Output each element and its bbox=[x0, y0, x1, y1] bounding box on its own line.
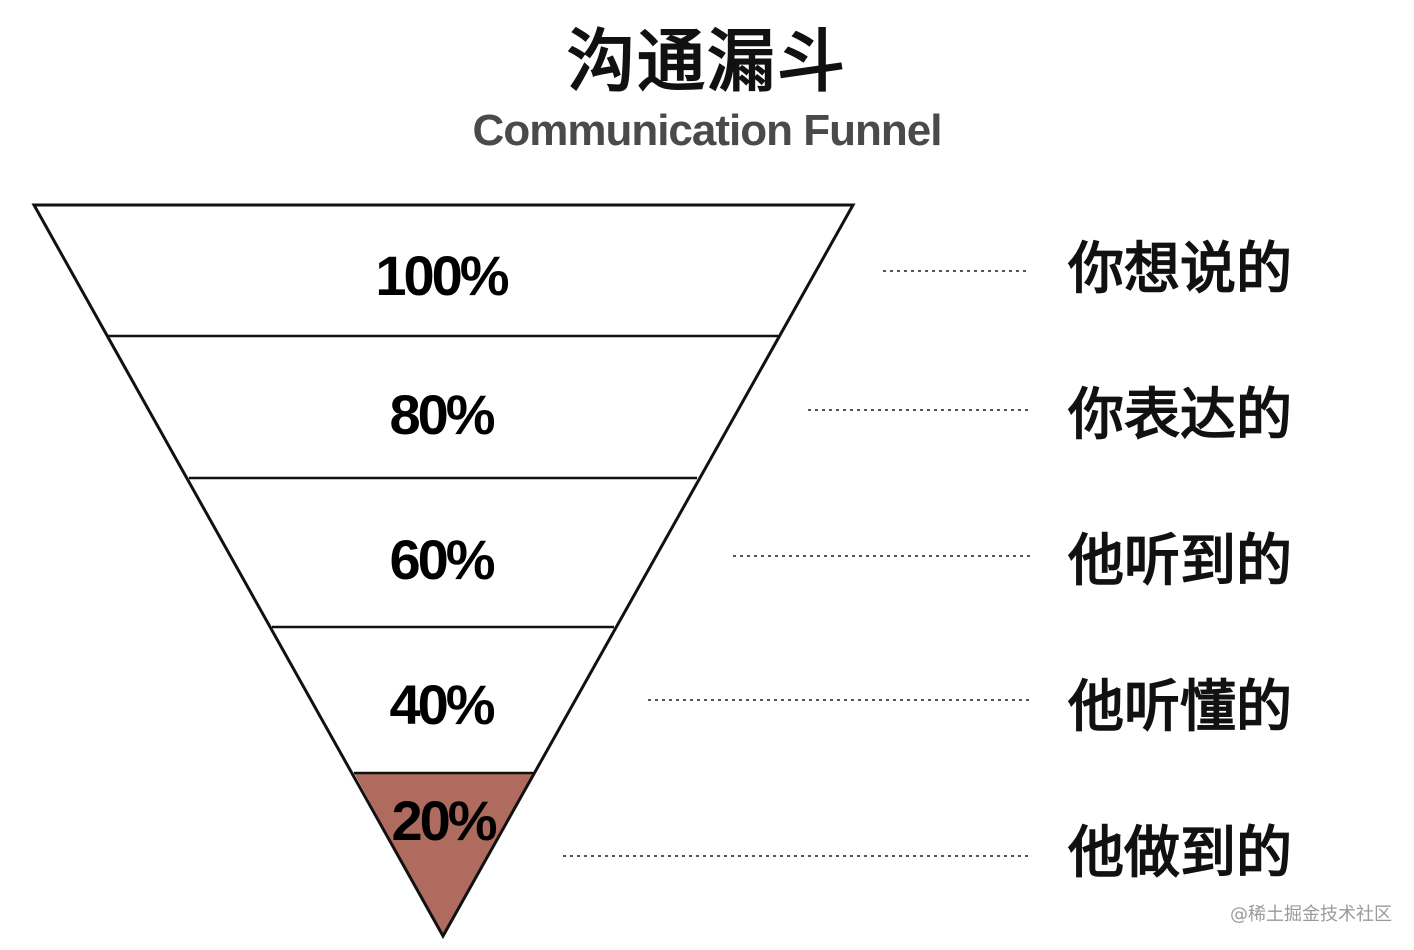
level-label: 你想说的 bbox=[1068, 237, 1292, 302]
level-percent: 100% bbox=[375, 244, 508, 307]
diagram-title: 沟通漏斗 bbox=[566, 23, 847, 102]
funnel-tip-highlight bbox=[354, 773, 533, 936]
level-label: 他做到的 bbox=[1068, 821, 1292, 886]
level-percent: 60% bbox=[389, 528, 494, 591]
funnel-outline bbox=[31, 203, 856, 940]
level-label: 你表达的 bbox=[1068, 383, 1292, 448]
level-percent: 20% bbox=[391, 789, 496, 852]
level-label: 他听懂的 bbox=[1068, 675, 1292, 740]
diagram-subtitle: Communication Funnel bbox=[472, 106, 943, 155]
watermark-text: @稀土掘金技术社区 bbox=[1230, 904, 1392, 925]
level-label: 他听到的 bbox=[1068, 529, 1292, 594]
level-percent: 80% bbox=[389, 383, 494, 446]
level-percent: 40% bbox=[389, 673, 494, 736]
